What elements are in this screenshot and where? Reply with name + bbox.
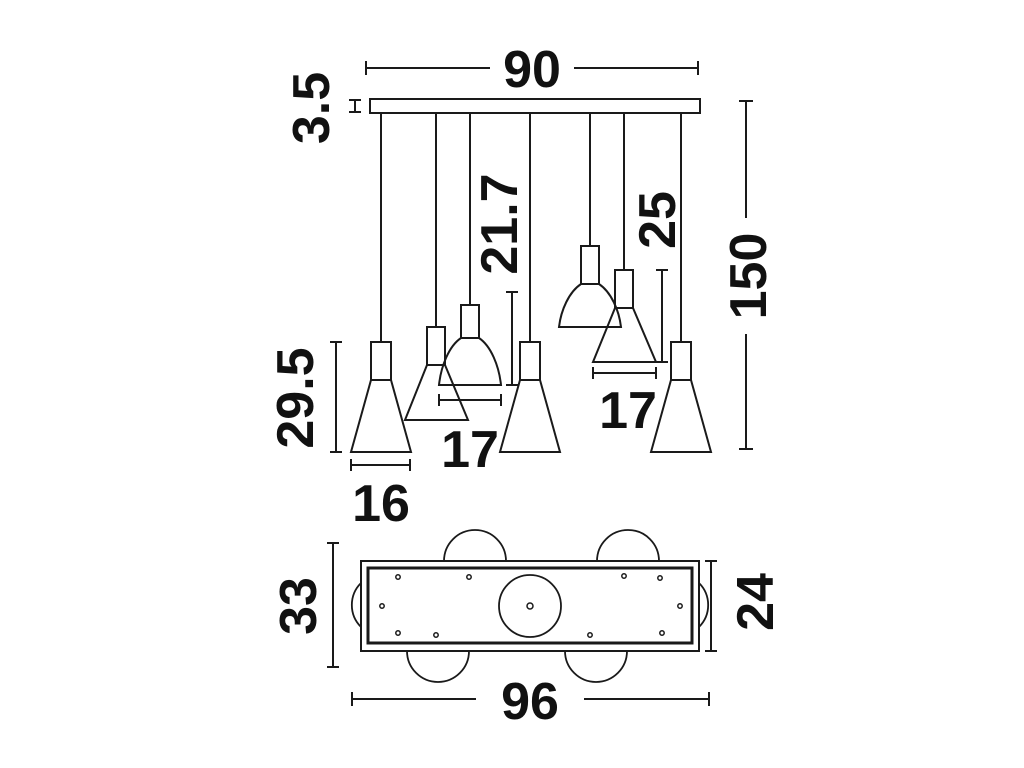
label-flared-width: 17 (441, 421, 499, 479)
conic-shade (403, 326, 470, 421)
canopy-outer (360, 560, 700, 652)
cone-shade (498, 341, 562, 453)
shade-outline (351, 582, 362, 628)
cord-entry-points (379, 573, 683, 638)
dimension-conic-width: 17 (592, 367, 657, 440)
label-canopy-depth: 24 (727, 573, 785, 631)
shade-outline (443, 529, 507, 562)
label-cone-height: 29.5 (267, 347, 325, 448)
shade-outline (698, 582, 709, 628)
cone-shade (649, 341, 713, 453)
front-elevation-view: 90 3.5 150 29.5 16 (267, 41, 778, 533)
plan-view: 96 33 24 (270, 529, 785, 731)
conic-shade (591, 269, 658, 363)
dimension-flared-height: 21.7 (471, 173, 529, 386)
label-spread-width: 96 (501, 673, 559, 731)
flared-shade (437, 304, 503, 386)
cone-shade (349, 341, 413, 453)
dimension-canopy-depth: 24 (705, 560, 785, 652)
label-cone-width: 16 (352, 475, 410, 533)
label-conic-width: 17 (599, 382, 657, 440)
dimension-flared-width: 17 (438, 394, 502, 479)
shade-outlines (351, 529, 709, 683)
ceiling-canopy (369, 98, 701, 114)
dimension-cone-height: 29.5 (267, 341, 342, 453)
dimension-total-height: 150 (720, 100, 778, 450)
label-total-height: 150 (720, 233, 778, 320)
dimension-spread-depth: 33 (270, 542, 339, 668)
dimension-canopy-height: 3.5 (283, 72, 361, 144)
label-canopy-width: 90 (503, 41, 561, 99)
shade-outline (596, 529, 660, 562)
dimension-conic-height: 25 (629, 191, 687, 363)
dimension-canopy-width: 90 (365, 41, 699, 99)
center-shade-outline (498, 574, 562, 638)
shade-outline (406, 650, 470, 683)
label-spread-depth: 33 (270, 577, 328, 635)
shade-outline (564, 650, 628, 683)
canopy-inner (366, 566, 694, 645)
label-flared-height: 21.7 (471, 173, 529, 274)
suspension-cords (380, 113, 682, 342)
center-cord-point (526, 602, 534, 610)
dimension-spread-width: 96 (351, 673, 710, 731)
dimension-cone-width: 16 (350, 459, 411, 533)
flared-shade (557, 245, 623, 328)
label-conic-height: 25 (629, 191, 687, 249)
label-canopy-height: 3.5 (283, 72, 341, 144)
